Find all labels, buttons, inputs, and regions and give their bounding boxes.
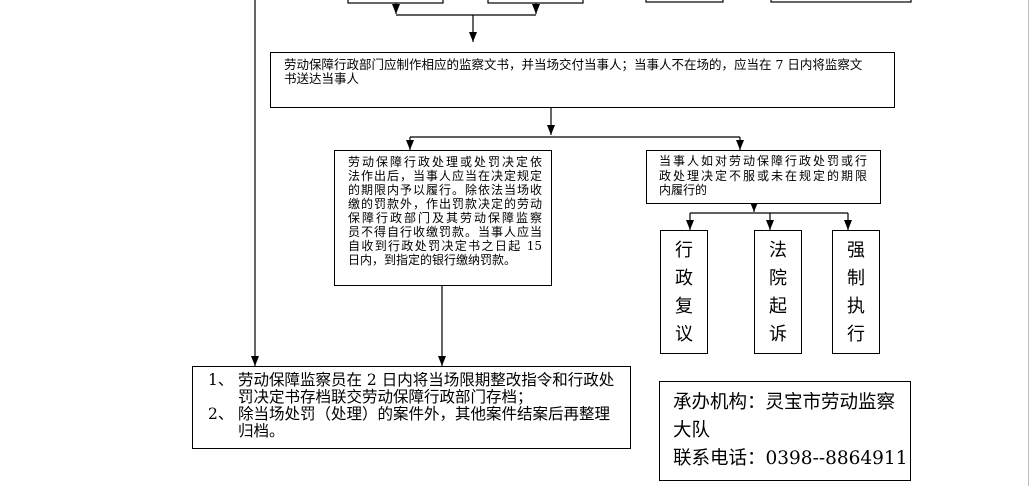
contact-line: 大队 [673, 420, 711, 441]
contact-line: 承办机构：灵宝市劳动监察 [673, 392, 896, 413]
archiving-box: 1、 劳动保障监察员在 2 日内将当场限期整改指令和行政处 罚决定书存档联交劳动… [192, 366, 631, 449]
top-partial-box-3 [645, 0, 724, 3]
compliance-line: 的期限内予以履行。除依法当场收 [348, 183, 542, 197]
remedy-char: 行 [847, 324, 865, 345]
remedy-char: 院 [769, 268, 787, 289]
notice-line: 书送达当事人 [284, 71, 360, 86]
remedy-box-administrative-review: 行 政 复 议 [660, 230, 708, 354]
remedy-char: 复 [675, 296, 693, 317]
objection-line: 内履行的 [659, 183, 708, 197]
objection-box: 当事人如对劳动保障行政处罚或行 政处理决定不服或未在规定的期限 内履行的 [646, 150, 881, 204]
compliance-line: 自收到行政处罚决定书之日起 15 [348, 239, 542, 253]
top-partial-box-1 [347, 0, 444, 4]
contact-line: 联系电话：0398--8864911 [673, 448, 908, 469]
remedy-char: 议 [675, 324, 693, 345]
compliance-line: 劳动保障行政处理或处罚决定依 [348, 155, 542, 169]
remedy-char: 执 [847, 296, 865, 317]
remedy-box-court-lawsuit: 法 院 起 诉 [754, 230, 802, 354]
notice-box: 劳动保障行政部门应制作相应的监察文书，并当场交付当事人；当事人不在场的，应当在 … [270, 52, 895, 108]
objection-line: 当事人如对劳动保障行政处罚或行 [659, 154, 867, 168]
archiving-line: 劳动保障监察员在 2 日内将当场限期整改指令和行政处 [238, 371, 615, 389]
compliance-line: 法作出后，当事人应当在决定规定 [348, 169, 542, 183]
remedy-char: 强 [847, 240, 865, 261]
remedy-char: 起 [769, 296, 787, 317]
objection-line: 政处理决定不服或未在规定的期限 [659, 168, 867, 183]
remedy-box-compulsory-enforcement: 强 制 执 行 [832, 230, 880, 354]
archiving-item-number: 1、 [208, 371, 234, 389]
compliance-line: 缴的罚款外，作出罚款决定的劳动 [348, 197, 542, 211]
archiving-item: 2、 除当场处罚（处理）的案件外，其他案件结案后再整理 归档。 [208, 406, 630, 440]
remedy-char: 诉 [769, 324, 787, 345]
archiving-item-number: 2、 [208, 405, 234, 423]
remedy-char: 行 [675, 240, 693, 261]
remedy-char: 政 [675, 268, 693, 289]
notice-line: 劳动保障行政部门应制作相应的监察文书，并当场交付当事人；当事人不在场的，应当在 … [284, 57, 863, 72]
remedy-char: 法 [769, 240, 787, 261]
archiving-item-text: 劳动保障监察员在 2 日内将当场限期整改指令和行政处 罚决定书存档联交劳动保障行… [238, 372, 614, 406]
archiving-item-text: 除当场处罚（处理）的案件外，其他案件结案后再整理 归档。 [238, 406, 610, 440]
remedy-char: 制 [847, 268, 865, 289]
archiving-line: 除当场处罚（处理）的案件外，其他案件结案后再整理 [238, 405, 611, 423]
archiving-line: 罚决定书存档联交劳动保障行政部门存档； [238, 388, 533, 406]
contact-box: 承办机构：灵宝市劳动监察 大队 联系电话：0398--8864911 [659, 381, 911, 481]
archiving-item: 1、 劳动保障监察员在 2 日内将当场限期整改指令和行政处 罚决定书存档联交劳动… [208, 372, 630, 406]
compliance-line: 保障行政部门及其劳动保障监察 [348, 211, 542, 225]
compliance-line: 日内，到指定的银行缴纳罚款。 [348, 253, 517, 267]
archiving-line: 归档。 [238, 422, 285, 440]
top-partial-box-4 [770, 0, 912, 3]
compliance-line: 员不得自行收缴罚款。当事人应当 [348, 225, 542, 239]
compliance-box: 劳动保障行政处理或处罚决定依 法作出后，当事人应当在决定规定 的期限内予以履行。… [334, 150, 552, 286]
top-partial-box-2 [487, 0, 584, 4]
